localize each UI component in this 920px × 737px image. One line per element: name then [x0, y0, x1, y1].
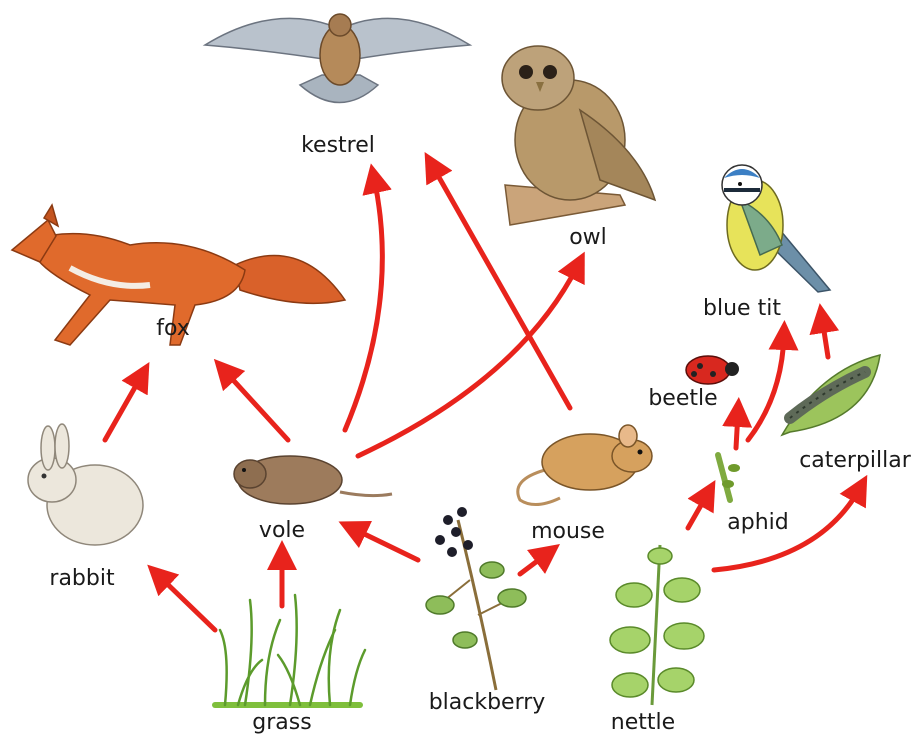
label-mouse: mouse — [531, 521, 605, 543]
blackberry-icon — [426, 507, 526, 690]
owl-icon — [502, 46, 655, 225]
label-rabbit: rabbit — [49, 568, 114, 590]
label-beetle: beetle — [648, 388, 717, 410]
vole-icon — [234, 456, 392, 504]
grass-icon — [215, 595, 365, 705]
arrow-caterpillar-to-bluetit — [822, 318, 828, 357]
arrow-vole-to-kestrel — [345, 178, 382, 430]
aphid-icon — [718, 455, 740, 500]
arrow-blackberry-to-mouse — [520, 553, 548, 574]
label-caterpillar: caterpillar — [799, 450, 911, 472]
arrow-rabbit-to-fox — [105, 375, 142, 440]
caterpillar-icon — [782, 355, 880, 435]
label-vole: vole — [259, 520, 305, 542]
label-aphid: aphid — [727, 512, 788, 534]
label-grass: grass — [252, 712, 311, 734]
mouse-icon — [518, 425, 652, 505]
kestrel-icon — [205, 14, 470, 103]
rabbit-icon — [28, 424, 143, 545]
label-kestrel: kestrel — [301, 135, 375, 157]
blue-tit-icon — [722, 165, 830, 292]
label-blackberry: blackberry — [429, 692, 546, 714]
arrow-grass-to-rabbit — [158, 575, 215, 630]
arrow-blackberry-to-vole — [352, 528, 418, 560]
label-nettle: nettle — [611, 712, 675, 734]
arrow-aphid-to-bluetit — [748, 335, 784, 440]
arrow-vole-to-fox — [224, 370, 288, 440]
beetle-icon — [686, 356, 739, 384]
nettle-icon — [610, 545, 704, 705]
arrow-nettle-to-aphid — [688, 493, 708, 528]
label-owl: owl — [569, 227, 607, 249]
arrow-aphid-to-beetle — [736, 412, 738, 448]
label-fox: fox — [156, 318, 190, 340]
label-blue-tit: blue tit — [703, 298, 781, 320]
